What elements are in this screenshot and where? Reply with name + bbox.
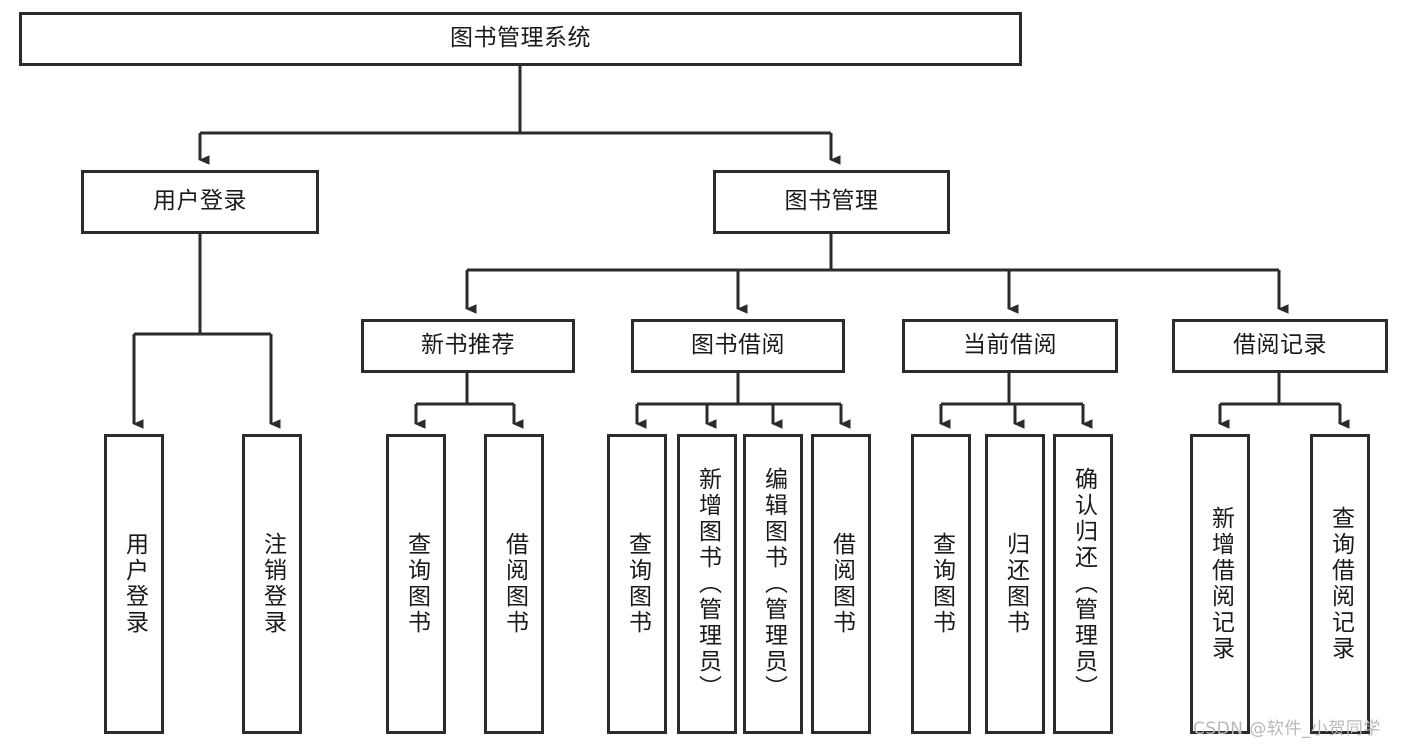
- connector-current-borrow-split: [939, 373, 1093, 429]
- node-leaf-user-login[interactable]: 用户登录: [104, 434, 164, 734]
- node-leaf-return-book[interactable]: 归还图书: [985, 434, 1045, 734]
- node-label: 用户登录: [153, 188, 247, 215]
- node-label: 图书借阅: [691, 332, 785, 359]
- node-label: 借阅图书: [501, 532, 528, 636]
- node-label: 新增借阅记录: [1207, 506, 1234, 662]
- node-new-book-recommend[interactable]: 新书推荐: [361, 319, 575, 373]
- node-label: 查询图书: [928, 532, 955, 636]
- node-label: 注销登录: [259, 532, 286, 636]
- node-label: 借阅图书: [828, 532, 855, 636]
- csdn-watermark: CSDN @软件_小贺同学: [1193, 719, 1381, 739]
- node-label: 查询图书: [403, 532, 430, 636]
- node-label: 图书管理: [784, 188, 879, 215]
- node-label: 当前借阅: [963, 332, 1057, 359]
- node-label: 查询图书: [624, 532, 651, 636]
- connector-user-login-split: [132, 234, 281, 429]
- node-label: 查询借阅记录: [1327, 506, 1354, 662]
- connector-book-borrow-split: [635, 373, 851, 429]
- node-label: 确认归还（管理员）: [1070, 467, 1097, 701]
- node-label: 新增图书（管理员）: [694, 467, 721, 701]
- node-leaf-query-borrow-record[interactable]: 查询借阅记录: [1310, 434, 1370, 734]
- node-book-borrow[interactable]: 图书借阅: [631, 319, 845, 373]
- node-label: 编辑图书（管理员）: [760, 467, 787, 701]
- node-leaf-query-book-recommend[interactable]: 查询图书: [386, 434, 446, 734]
- connector-new-book-recommend-split: [414, 373, 524, 429]
- node-label: 图书管理系统: [450, 25, 591, 52]
- node-label: 归还图书: [1002, 532, 1029, 636]
- node-label: 新书推荐: [421, 332, 515, 359]
- node-leaf-confirm-return[interactable]: 确认归还（管理员）: [1053, 434, 1113, 734]
- node-current-borrow[interactable]: 当前借阅: [902, 319, 1118, 373]
- node-leaf-query-book-current[interactable]: 查询图书: [911, 434, 971, 734]
- node-label: 借阅记录: [1233, 332, 1327, 359]
- node-borrow-record[interactable]: 借阅记录: [1172, 319, 1388, 373]
- node-leaf-borrow-book-recommend[interactable]: 借阅图书: [484, 434, 544, 734]
- node-leaf-logout[interactable]: 注销登录: [242, 434, 302, 734]
- node-label: 用户登录: [121, 532, 148, 636]
- node-book-management-system[interactable]: 图书管理系统: [19, 12, 1022, 66]
- connector-book-management-split: [465, 234, 1289, 314]
- node-user-login[interactable]: 用户登录: [81, 170, 319, 234]
- node-leaf-query-book-borrow[interactable]: 查询图书: [607, 434, 667, 734]
- connector-borrow-record-split: [1218, 373, 1350, 429]
- node-leaf-edit-book[interactable]: 编辑图书（管理员）: [743, 434, 803, 734]
- node-leaf-add-borrow-record[interactable]: 新增借阅记录: [1190, 434, 1250, 734]
- node-leaf-borrow-book[interactable]: 借阅图书: [811, 434, 871, 734]
- node-leaf-add-book[interactable]: 新增图书（管理员）: [677, 434, 737, 734]
- node-book-management[interactable]: 图书管理: [713, 170, 950, 234]
- connector-root-split: [198, 66, 841, 165]
